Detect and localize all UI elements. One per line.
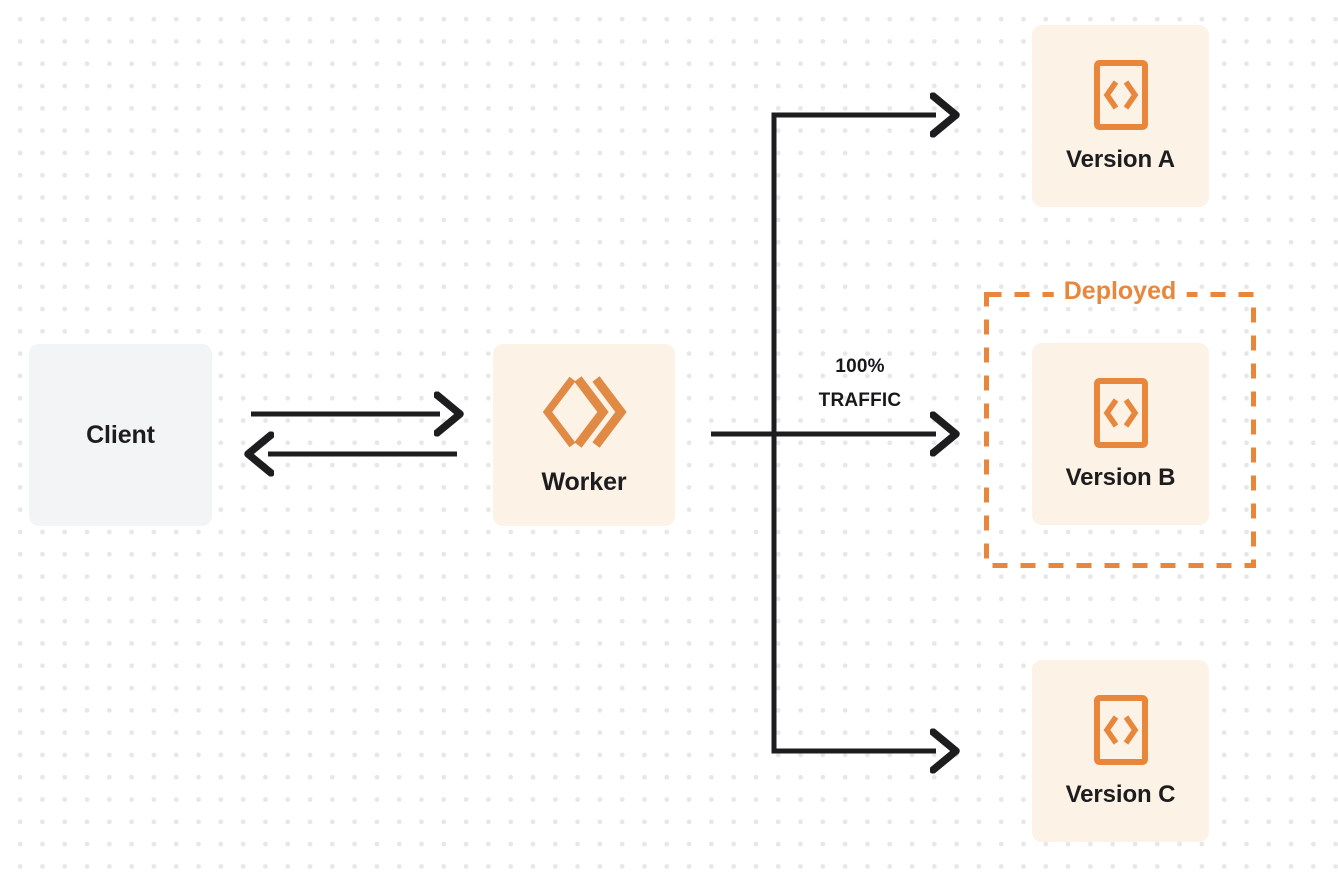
traffic-word-text: TRAFFIC: [818, 390, 902, 411]
deployed-dashed-border: [984, 292, 1256, 568]
node-worker-label: Worker: [541, 468, 627, 496]
group-deployed-label: Deployed: [1053, 275, 1187, 307]
node-version-c-label: Version C: [1065, 780, 1176, 808]
node-client[interactable]: Client: [29, 344, 212, 526]
cloudflare-workers-logo-icon: [541, 373, 627, 456]
group-deployed: Deployed: [984, 275, 1256, 568]
code-file-icon: [1093, 59, 1149, 136]
node-client-label: Client: [86, 420, 155, 449]
traffic-percent-text: 100%: [835, 356, 885, 377]
code-file-icon: [1093, 694, 1149, 771]
node-version-b-label: Version B: [1065, 463, 1176, 491]
node-version-b[interactable]: Version B: [1032, 343, 1209, 525]
code-file-icon: [1093, 377, 1149, 454]
node-version-a[interactable]: Version A: [1032, 25, 1209, 207]
node-version-c[interactable]: Version C: [1032, 660, 1209, 842]
node-version-a-label: Version A: [1066, 145, 1175, 173]
traffic-annotation: 100% TRAFFIC: [774, 350, 946, 418]
node-worker[interactable]: Worker: [493, 344, 675, 526]
